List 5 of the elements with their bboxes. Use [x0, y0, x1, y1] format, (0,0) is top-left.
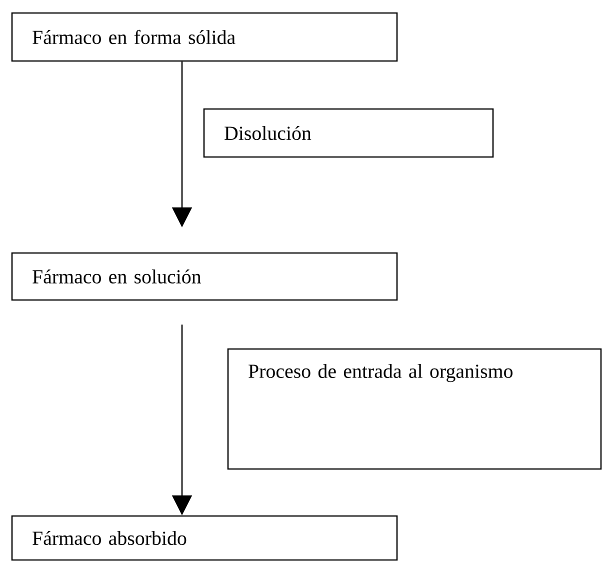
step-label-box: Disolución	[203, 108, 494, 158]
step-label-box: Proceso de entrada al organismo	[227, 348, 602, 470]
process-box: Fármaco en forma sólida	[11, 12, 398, 62]
process-box: Fármaco en solución	[11, 252, 398, 301]
process-box: Fármaco absorbido	[11, 515, 398, 561]
